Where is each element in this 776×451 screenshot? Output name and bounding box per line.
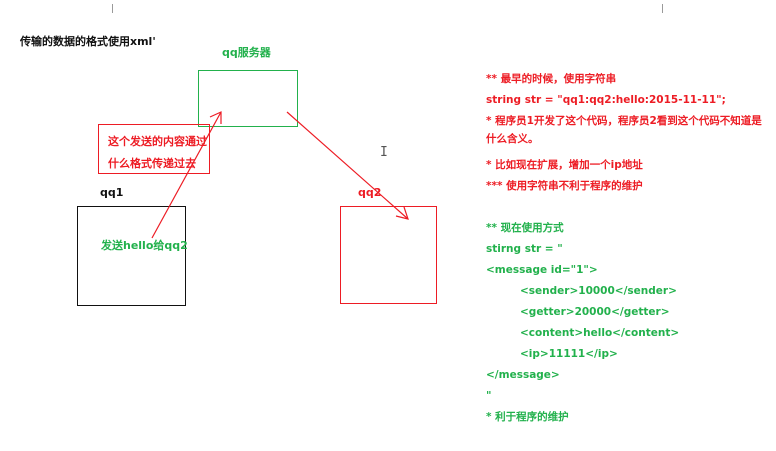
- arrow-server-to-qq2: [286, 111, 409, 220]
- arrow-qq1-to-server: [151, 111, 222, 239]
- note-line-6: ** 现在使用方式: [486, 222, 564, 234]
- callout-text-line1: 这个发送的内容通过: [108, 135, 207, 148]
- qq2-label: qq2: [358, 186, 382, 199]
- note-line-2: string str = "qq1:qq2:hello:2015-11-11";: [486, 94, 726, 106]
- note-line-12: <ip>11111</ip>: [520, 348, 618, 360]
- ruler-tick-right: [662, 4, 663, 13]
- note-line-1: ** 最早的时候，使用字符串: [486, 73, 617, 85]
- note-line-7: stirng str = ": [486, 243, 563, 255]
- page-title: 传输的数据的格式使用xml': [20, 35, 156, 48]
- text-cursor-icon: I: [380, 145, 388, 160]
- qq2-box: [340, 206, 437, 304]
- qq1-message: 发送hello给qq2: [101, 239, 188, 252]
- note-line-15: * 利于程序的维护: [486, 411, 569, 423]
- qq1-box: [77, 206, 186, 306]
- note-line-14: ": [486, 390, 492, 402]
- note-line-13: </message>: [486, 369, 560, 381]
- note-line-8: <message id="1">: [486, 264, 598, 276]
- server-box: [198, 70, 298, 127]
- ruler-tick-left: [112, 4, 113, 13]
- note-line-3: * 程序员1开发了这个代码，程序员2看到这个代码不知道是什么含义。: [486, 115, 762, 145]
- note-line-11: <content>hello</content>: [520, 327, 680, 339]
- note-line-4: * 比如现在扩展，增加一个ip地址: [486, 159, 643, 171]
- qq1-label: qq1: [100, 186, 124, 199]
- note-line-5: *** 使用字符串不利于程序的维护: [486, 180, 643, 192]
- callout-box: [98, 124, 210, 174]
- server-label: qq服务器: [222, 46, 271, 59]
- note-line-9: <sender>10000</sender>: [520, 285, 677, 297]
- note-line-10: <getter>20000</getter>: [520, 306, 670, 318]
- callout-text-line2: 什么格式传递过去: [108, 157, 196, 170]
